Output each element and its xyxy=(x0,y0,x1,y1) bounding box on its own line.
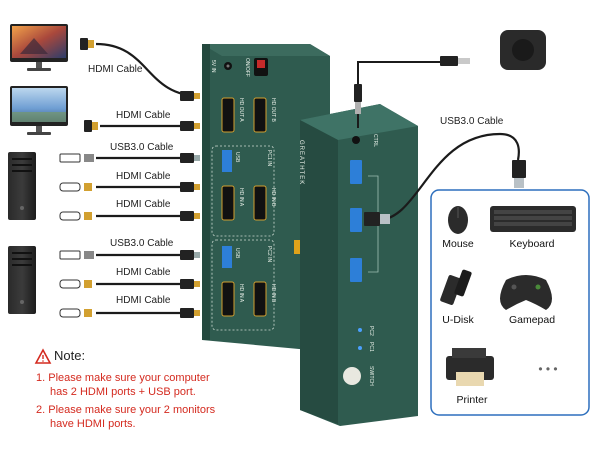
cable-connectors xyxy=(80,38,200,318)
port-label-hd-in-b1: HD IN B xyxy=(270,188,276,207)
cable-label-hdmi-2: HDMI Cable xyxy=(116,110,171,121)
note-title: Note: xyxy=(54,348,86,363)
note-line-1b: has 2 HDMI ports + USB port. xyxy=(50,386,196,398)
front-label-switch: SWITCH xyxy=(368,366,374,386)
device-label-keyboard: Keyboard xyxy=(509,238,555,250)
gamepad-icon xyxy=(500,275,552,310)
warning-icon xyxy=(34,348,52,364)
port-label-pc2-in: PC2 IN xyxy=(266,246,272,263)
front-label-ctrl: CTRL xyxy=(372,134,378,148)
cable-label-hdmi-1: HDMI Cable xyxy=(88,64,143,75)
cable-label-hdmi-5: HDMI Cable xyxy=(116,267,171,278)
cable-label-usb-2: USB3.0 Cable xyxy=(110,238,174,249)
cable-label-usb-right: USB3.0 Cable xyxy=(440,116,504,127)
pc-tower-2-icon xyxy=(8,246,36,314)
note-line-1a: 1. Please make sure your computer xyxy=(36,372,210,384)
cable-label-usb-1: USB3.0 Cable xyxy=(110,142,174,153)
cable-label-hdmi-3: HDMI Cable xyxy=(116,171,171,182)
pc-tower-1-icon xyxy=(8,152,36,220)
pc-ports-icon xyxy=(59,153,81,318)
note-line-2a: 2. Please make sure your 2 monitors xyxy=(36,404,216,416)
wired-remote-icon xyxy=(354,30,546,128)
port-label-usb-pc1: USB xyxy=(234,152,240,163)
port-label-dc: 5V IN xyxy=(210,60,216,73)
device-label-printer: Printer xyxy=(456,394,488,406)
printer-icon xyxy=(446,348,494,386)
front-label-pc1: PC1 xyxy=(368,342,374,352)
cable-label-hdmi-4: HDMI Cable xyxy=(116,199,171,210)
device-label-more: • • • xyxy=(538,362,558,376)
port-label-hd-in-b2: HD IN B xyxy=(270,284,276,303)
brand-label: GREATHTEK xyxy=(298,140,304,186)
port-label-pc1-in: PC1 IN xyxy=(266,150,272,167)
kvm-rear-panel xyxy=(202,44,330,350)
front-label-pc2: PC2 xyxy=(368,326,374,336)
cable-label-hdmi-6: HDMI Cable xyxy=(116,295,171,306)
keyboard-icon xyxy=(490,206,576,232)
monitor-1-icon xyxy=(10,24,68,71)
device-label-gamepad: Gamepad xyxy=(508,314,556,326)
udisk-icon xyxy=(440,269,472,305)
monitor-2-icon xyxy=(10,86,68,135)
port-label-power: ON/OFF xyxy=(244,58,250,77)
mouse-icon xyxy=(448,206,468,234)
device-label-mouse: Mouse xyxy=(442,238,474,250)
port-label-hd-out-b: HD OUT B xyxy=(270,98,276,122)
port-label-hd-in-a2: HD IN A xyxy=(238,284,244,303)
port-label-hd-in-a1: HD IN A xyxy=(238,188,244,207)
usb-cable-right xyxy=(364,132,526,226)
note-line-2b: have HDMI ports. xyxy=(50,418,136,430)
port-label-hd-out-a: HD OUT A xyxy=(238,98,244,122)
kvm-front-panel xyxy=(300,104,418,426)
device-label-udisk: U-Disk xyxy=(442,314,474,326)
port-label-usb-pc2: USB xyxy=(234,248,240,259)
